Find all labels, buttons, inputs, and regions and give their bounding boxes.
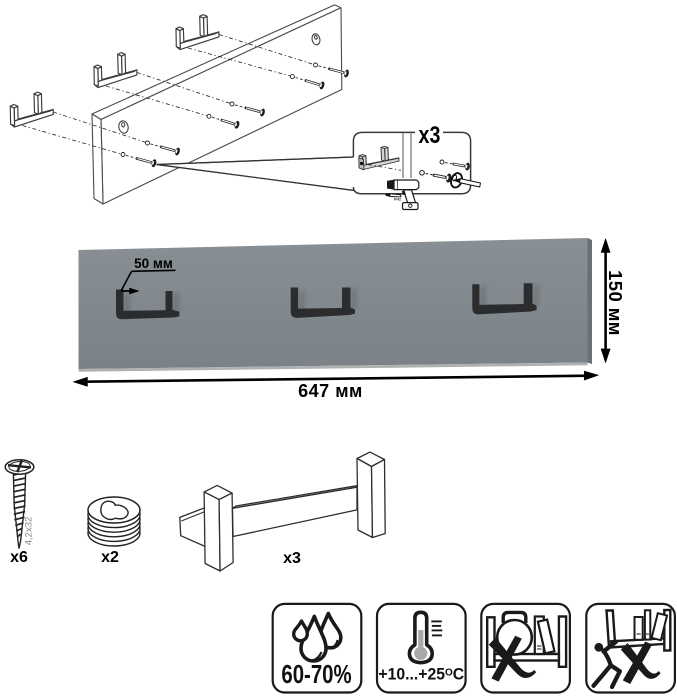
svg-text:x6: x6 (10, 549, 28, 566)
svg-text:x3: x3 (283, 550, 301, 567)
svg-text:PH2: PH2 (394, 198, 401, 202)
svg-text:x2: x2 (101, 549, 119, 566)
svg-text:60-70%: 60-70% (281, 660, 351, 689)
svg-text:647 мм: 647 мм (298, 381, 363, 401)
svg-text:+10...+25OC: +10...+25OC (378, 665, 464, 683)
svg-text:150 мм: 150 мм (605, 270, 626, 336)
svg-text:4,2x32: 4,2x32 (24, 517, 35, 546)
svg-text:x3: x3 (419, 121, 441, 148)
svg-text:50 мм: 50 мм (134, 256, 173, 271)
